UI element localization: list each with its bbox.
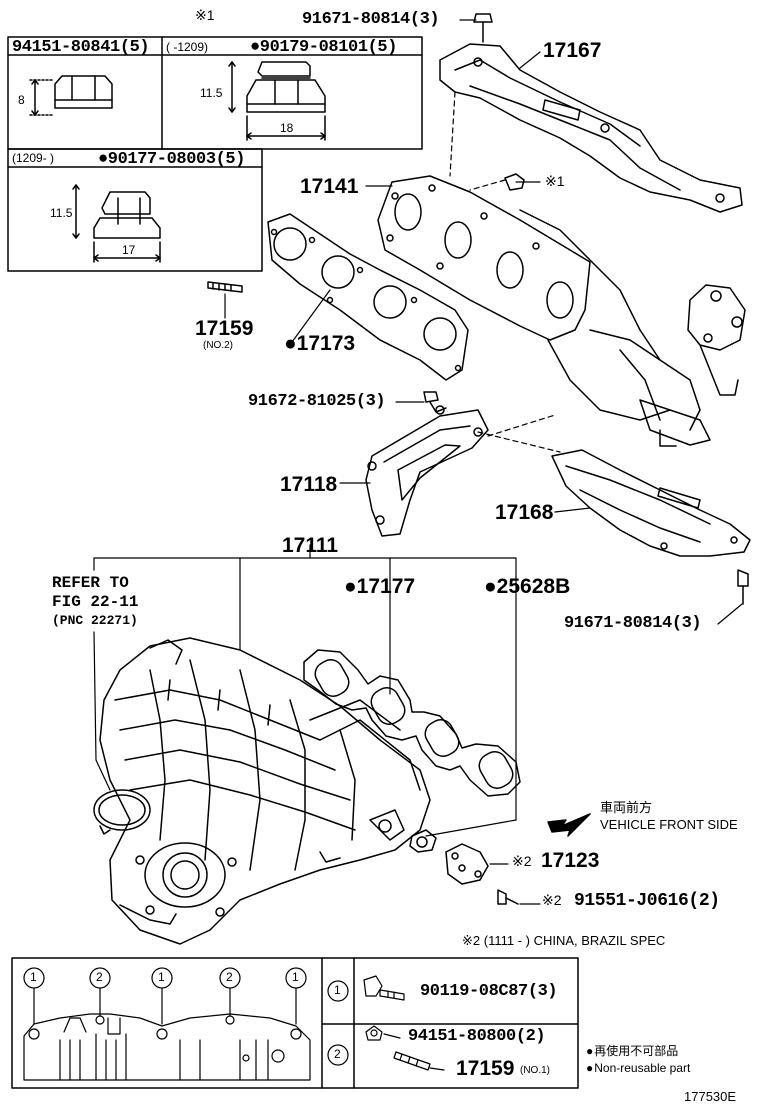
callout-bolt-91672: 91672-81025(3) bbox=[248, 392, 386, 411]
callout-17167: 17167 bbox=[543, 39, 602, 62]
dashed-connectors bbox=[449, 91, 561, 453]
legend-marker-circles bbox=[23, 967, 349, 1066]
hose-clamp-ring bbox=[93, 789, 151, 835]
note-non-reusable-jp: 再使用不可部品 bbox=[586, 1045, 678, 1057]
legend-row1-num: 1 bbox=[334, 983, 341, 997]
exhaust-manifold-17141 bbox=[377, 175, 746, 447]
callout-17123-mark: ※2 bbox=[512, 853, 532, 869]
nut-inset-boxes bbox=[7, 36, 423, 272]
leader-lines bbox=[93, 19, 743, 905]
heat-insulator-lower-17168 bbox=[551, 449, 751, 557]
front-side-jp: 車両前方 bbox=[600, 800, 653, 815]
callout-mark1-nut: ※1 bbox=[545, 173, 565, 189]
inset-c-width-dim: 17 bbox=[122, 243, 136, 257]
callout-17118: 17118 bbox=[280, 473, 338, 496]
callout-bolt-top: 91671-80814(3) bbox=[302, 10, 440, 29]
inset-b-height-dim: 11.5 bbox=[200, 86, 223, 100]
bolt-pattern-drawing bbox=[23, 987, 311, 1081]
callout-17173: ●17173 bbox=[284, 332, 356, 355]
legend-row1-part: 90119-08C87(3) bbox=[420, 982, 558, 1001]
inset-a-part-number: 94151-80841(5) bbox=[12, 38, 150, 57]
legend-row2-part-b: 17159 bbox=[456, 1057, 515, 1080]
bolt-bottom-drawing bbox=[737, 569, 749, 605]
legend-marker-2b: 2 bbox=[226, 970, 233, 984]
callout-17159-sub: (NO.2) bbox=[203, 340, 233, 351]
inset-b-date-range: ( -1209) bbox=[166, 40, 209, 54]
nut-c-drawing bbox=[72, 184, 161, 263]
legend-box bbox=[11, 957, 579, 1089]
legend-row2-part-b-sub: (NO.1) bbox=[520, 1065, 550, 1076]
legend-marker-2a: 2 bbox=[96, 970, 103, 984]
callout-25628b: ●25628B bbox=[484, 575, 571, 598]
legend-part-drawings bbox=[363, 975, 445, 1071]
callout-bolt-bottom: 91671-80814(3) bbox=[564, 614, 702, 633]
inset-c-height-dim: 11.5 bbox=[50, 206, 73, 220]
legend-row2-part-a: 94151-80800(2) bbox=[408, 1027, 546, 1046]
legend-row2-num: 2 bbox=[334, 1047, 341, 1061]
nut-b-drawing bbox=[228, 61, 326, 141]
cover-17123 bbox=[445, 843, 489, 885]
inset-c-part-number: ●90177-08003(5) bbox=[98, 150, 246, 169]
callout-refer-line3: (PNC 22271) bbox=[52, 613, 138, 628]
front-side-en: VEHICLE FRONT SIDE bbox=[600, 817, 738, 832]
callout-refer-line1: REFER TO bbox=[52, 574, 129, 592]
intake-manifold-17111 bbox=[99, 637, 431, 945]
gasket-25628b bbox=[409, 829, 437, 853]
heat-insulator-upper-17167 bbox=[439, 43, 743, 213]
legend-marker-1a: 1 bbox=[30, 970, 37, 984]
bolt-top-drawing bbox=[473, 13, 493, 43]
callout-17177: ●17177 bbox=[344, 575, 416, 598]
inset-a-height-dim: 8 bbox=[18, 93, 25, 107]
note-non-reusable-en: Non-reusable part bbox=[586, 1062, 690, 1074]
bolt-91672-drawing bbox=[423, 391, 447, 415]
callout-17168: 17168 bbox=[495, 501, 554, 524]
nut-mark1-drawing bbox=[504, 173, 525, 191]
callout-17141: 17141 bbox=[300, 175, 359, 198]
legend-marker-1c: 1 bbox=[292, 970, 299, 984]
legend-marker-1b: 1 bbox=[158, 970, 165, 984]
bolt-91551-drawing bbox=[497, 889, 519, 905]
spec-note: ※2 (1111 - ) CHINA, BRAZIL SPEC bbox=[462, 933, 666, 948]
callout-17159: 17159 bbox=[195, 317, 254, 340]
nut-a-drawing bbox=[29, 75, 113, 116]
inset-b-part-number: ●90179-08101(5) bbox=[250, 38, 398, 57]
callout-17123: 17123 bbox=[541, 849, 600, 872]
figure-code: 177530E bbox=[684, 1089, 737, 1104]
callout-17111: 17111 bbox=[282, 534, 339, 557]
bracket-17118 bbox=[365, 409, 489, 537]
exhaust-gasket-17173 bbox=[267, 213, 469, 381]
vehicle-front-arrow bbox=[547, 813, 591, 837]
intake-gasket-17177 bbox=[303, 649, 521, 797]
inset-b-width-dim: 18 bbox=[280, 121, 294, 135]
callout-bolt-91551: 91551-J0616(2) bbox=[574, 891, 720, 911]
inset-b-mark: ※1 bbox=[195, 7, 215, 23]
stud-17159-drawing bbox=[207, 281, 243, 293]
inset-c-date-range: (1209- ) bbox=[12, 151, 55, 165]
callout-refer-line2: FIG 22-11 bbox=[52, 593, 139, 611]
callout-91551-mark: ※2 bbox=[542, 892, 562, 908]
